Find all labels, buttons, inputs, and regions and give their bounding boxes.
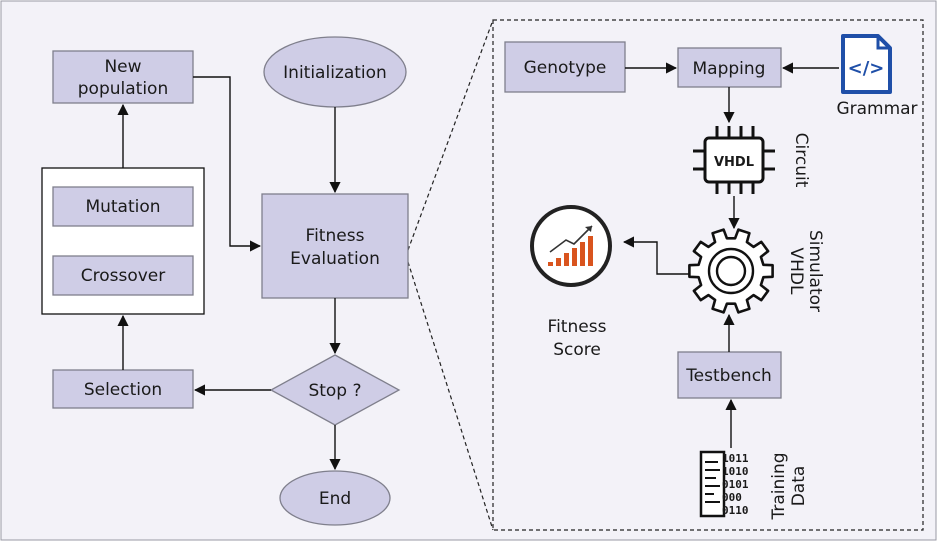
selection-label: Selection bbox=[84, 380, 162, 400]
grammar-code-file-icon: </> bbox=[841, 34, 892, 94]
training-data-label-1: Training bbox=[769, 452, 789, 520]
vhdl-chip-label: VHDL bbox=[714, 155, 754, 170]
gear-simulator-icon bbox=[688, 228, 774, 314]
svg-text:</>: </> bbox=[848, 58, 885, 79]
testbench-node bbox=[677, 351, 782, 399]
crossover-node bbox=[52, 255, 194, 296]
new-population-label-1: New bbox=[104, 57, 141, 77]
zoom-line-bottom bbox=[407, 261, 494, 531]
mapping-label: Mapping bbox=[693, 59, 766, 79]
detail-region-border bbox=[492, 19, 924, 531]
mutation-label: Mutation bbox=[85, 197, 160, 217]
genotype-node bbox=[504, 41, 626, 93]
fitness-chart-icon bbox=[530, 205, 612, 287]
end-label: End bbox=[319, 489, 351, 509]
end-node bbox=[279, 470, 391, 526]
selection-node bbox=[52, 369, 194, 409]
arrow-newpop-to-fitness bbox=[193, 76, 262, 252]
fitness-evaluation-label-1: Fitness bbox=[306, 226, 365, 246]
zoom-line-top bbox=[407, 19, 494, 251]
binary-document-icon bbox=[699, 450, 726, 518]
stop-decision-label: Stop ? bbox=[308, 381, 361, 401]
fitness-score-label-1: Fitness bbox=[548, 317, 607, 337]
genotype-label: Genotype bbox=[524, 58, 607, 78]
binary-row-5: 0110 bbox=[722, 504, 749, 517]
new-population-node bbox=[52, 50, 194, 104]
fitness-evaluation-node bbox=[261, 193, 409, 299]
initialization-label: Initialization bbox=[283, 63, 387, 83]
mutation-node bbox=[52, 186, 194, 227]
binary-row-2: 1010 bbox=[722, 465, 749, 478]
fitness-score-label-2: Score bbox=[553, 340, 601, 360]
new-population-label-2: population bbox=[78, 79, 168, 99]
grammar-label: Grammar bbox=[836, 99, 917, 119]
testbench-label: Testbench bbox=[685, 366, 772, 386]
binary-row-1: 1011 bbox=[722, 452, 749, 465]
vhdl-simulator-label-2: Simulator bbox=[805, 230, 825, 312]
binary-row-4: 000 bbox=[722, 491, 742, 504]
vhdl-simulator-label-1: VHDL bbox=[786, 248, 806, 296]
crossover-label: Crossover bbox=[81, 266, 166, 286]
training-data-label-2: Data bbox=[789, 466, 809, 507]
binary-row-3: 0101 bbox=[722, 478, 749, 491]
circuit-label: Circuit bbox=[791, 133, 811, 188]
arrow-simulator-to-fitness-score bbox=[622, 236, 690, 275]
vhdl-chip-icon bbox=[693, 126, 775, 194]
fitness-evaluation-label-2: Evaluation bbox=[290, 249, 380, 269]
